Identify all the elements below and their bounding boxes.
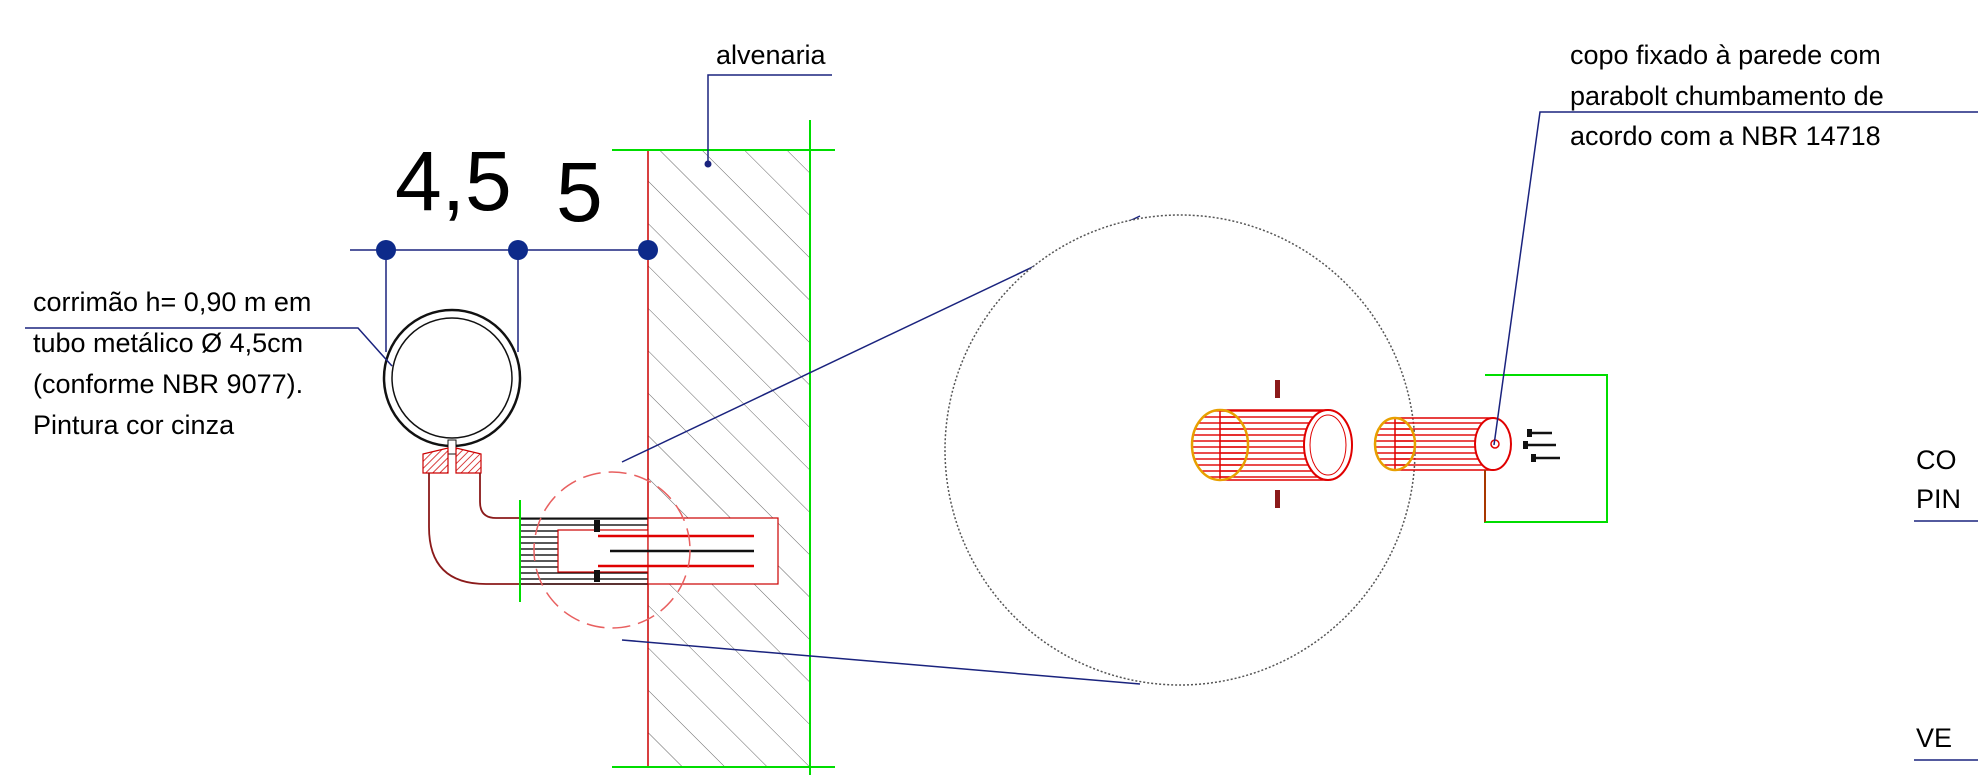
handrail-bracket (428, 471, 779, 629)
saddle-pad-left (422, 447, 449, 474)
alvenaria-label: alvenaria (716, 40, 827, 70)
tube-large-front (1190, 408, 1250, 482)
tube-weld-gap (447, 439, 457, 455)
zoom-tube-small (1373, 416, 1512, 472)
corrimao-label-3: (conforme NBR 9077). (33, 369, 303, 399)
handrail-tube (382, 308, 522, 474)
zoom-bolts (1523, 429, 1560, 462)
bracket-inner-curve (479, 473, 520, 519)
dimension-tube-diameter: 4,5 (395, 134, 512, 228)
detail-marker-circle (533, 471, 691, 629)
wall-section (612, 120, 835, 775)
dimension-dot-mid (508, 240, 528, 260)
tube-large-back (1303, 409, 1353, 481)
tube-inner (391, 317, 513, 439)
tube-small-back (1474, 417, 1512, 471)
dimension-wall-offset: 5 (556, 145, 603, 239)
tube-large-screw-top (1275, 380, 1280, 398)
copo-label-2: parabolt chumbamento de (1570, 81, 1884, 111)
tube-large-screw-bottom (1275, 490, 1280, 508)
corrimao-label-2: tubo metálico Ø 4,5cm (33, 328, 303, 358)
zoom-tube-large (1190, 380, 1353, 508)
tube-outer (382, 308, 522, 448)
right-cut-label-1: CO (1916, 445, 1957, 475)
alvenaria-callout: alvenaria (704, 40, 832, 168)
right-cut-label-3: VE (1916, 723, 1952, 753)
wall-hatch (648, 150, 810, 767)
alvenaria-leader-dot (704, 160, 712, 168)
zoom-detail (621, 214, 1608, 686)
bolt-3-head (1531, 454, 1536, 462)
copo-callout: copo fixado à parede com parabolt chumba… (1493, 40, 1978, 446)
corrimao-leader (25, 327, 393, 367)
tube-small-front (1373, 416, 1417, 472)
dimension-chain: 4,5 5 (350, 134, 658, 352)
screw-bottom (594, 570, 600, 582)
alvenaria-leader (707, 74, 832, 163)
bracket-outer-curve (428, 473, 648, 585)
copo-leader (1493, 111, 1978, 446)
corrimao-callout: corrimão h= 0,90 m em tubo metálico Ø 4,… (25, 287, 393, 440)
tube-large-back-inner (1309, 414, 1347, 476)
right-cut-label-2: PIN (1916, 484, 1961, 514)
corrimao-label-1: corrimão h= 0,90 m em (33, 287, 311, 317)
bolt-1-head (1527, 429, 1532, 437)
copo-label-1: copo fixado à parede com (1570, 40, 1881, 70)
dimension-dot-wall (638, 240, 658, 260)
dimension-dot-left (376, 240, 396, 260)
screw-top (594, 520, 600, 532)
copo-label-3: acordo com a NBR 14718 (1570, 121, 1881, 151)
bolt-2-head (1523, 441, 1528, 449)
saddle-pad-right (455, 447, 482, 474)
corrimao-label-4: Pintura cor cinza (33, 410, 235, 440)
right-edge-labels: CO PIN VE (1914, 445, 1978, 761)
zoom-leader-bottom (621, 639, 1141, 685)
